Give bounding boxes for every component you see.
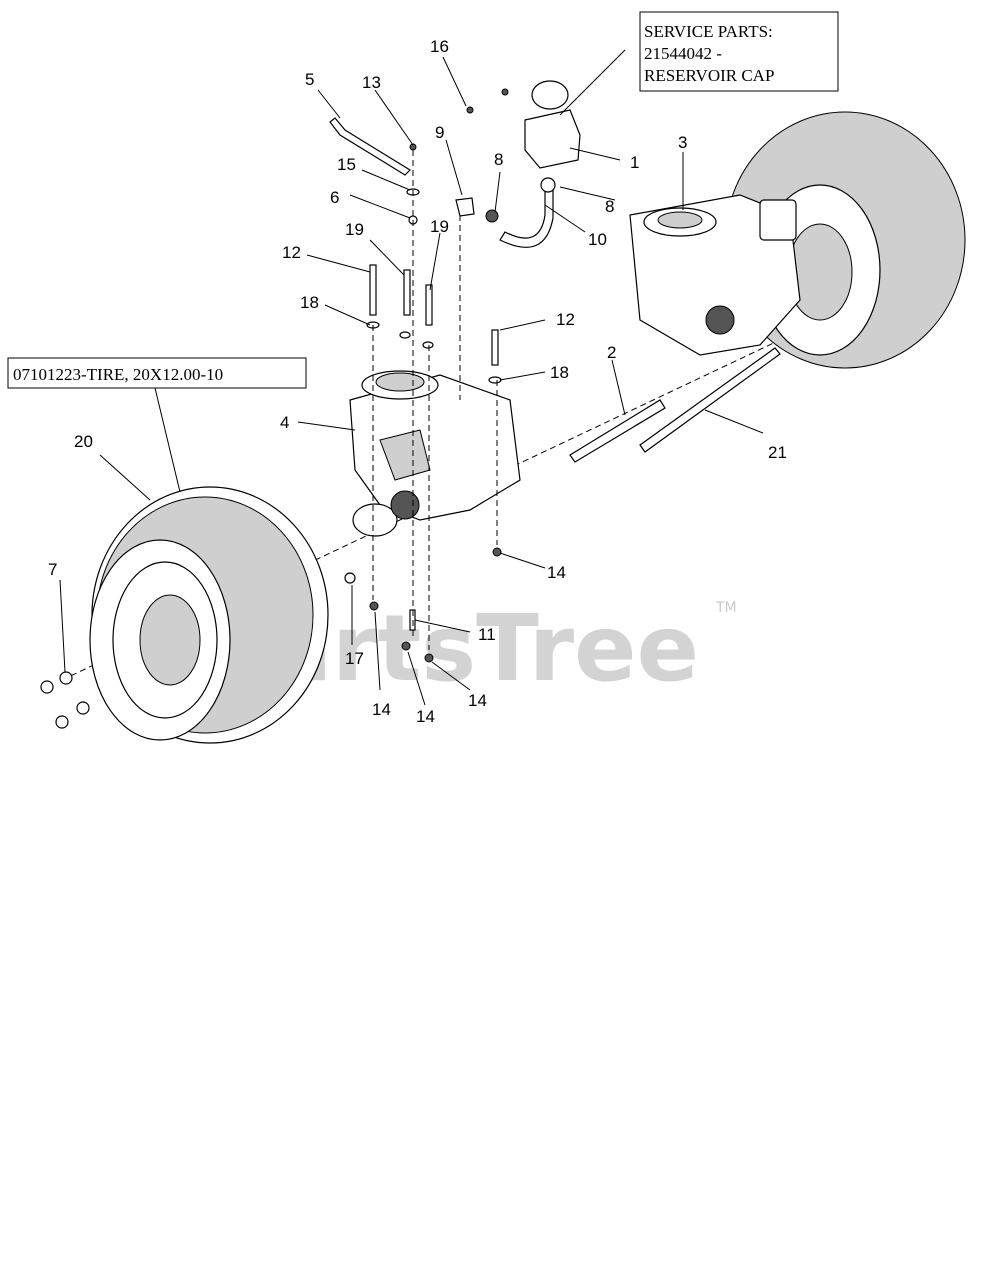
bolt-12-right [491,329,499,366]
tire-box: 07101223-TIRE, 20X12.00-10 [7,357,307,389]
callout-15: 15 [337,155,356,174]
fitting [540,177,556,193]
callout-20: 20 [74,432,93,451]
bolt-12-left [369,264,377,316]
callout-18b: 18 [550,363,569,382]
callout-14c: 14 [416,707,435,726]
callout-16: 16 [430,37,449,56]
clip [466,106,474,114]
hose [499,181,554,248]
service-box-line2: 21544042 - [644,44,722,63]
service-box-line3: RESERVOIR CAP [644,66,774,85]
bolt-19b [425,284,433,326]
callout-14a: 14 [547,563,566,582]
nut-14b [369,601,379,611]
lug-nuts [40,671,90,729]
leader-lines [59,49,764,706]
nut-14d [424,653,434,663]
callout-14b: 14 [372,700,391,719]
tire-box-text: 07101223-TIRE, 20X12.00-10 [13,365,223,384]
callout-13: 13 [362,73,381,92]
nut-17 [344,572,356,584]
reservoir [524,80,581,169]
callout-18a: 18 [300,293,319,312]
control-rod [329,117,411,176]
nut-14a [492,547,502,557]
washer-19b [422,341,434,349]
shaft-2 [569,399,666,463]
left-transmission [349,370,521,537]
watermark-tm: TM [715,600,737,616]
bolt-19a [403,269,411,316]
callout-2: 2 [607,343,616,362]
callout-8b: 8 [605,197,614,216]
clip-2 [501,88,509,96]
nut-14c [401,641,411,651]
callout-3: 3 [678,133,687,152]
service-parts-box: SERVICE PARTS: 21544042 - RESERVOIR CAP [639,11,839,92]
service-box-line1: SERVICE PARTS: [644,22,773,41]
washer-18-right [488,376,502,384]
callout-5: 5 [305,70,314,89]
callout-12b: 12 [556,310,575,329]
callout-7: 7 [48,560,57,579]
callout-19a: 19 [345,220,364,239]
callout-1: 1 [630,153,639,172]
right-transmission [629,194,801,356]
callout-10: 10 [588,230,607,249]
hose-clamp [485,209,499,223]
callout-6: 6 [330,188,339,207]
callout-9: 9 [435,123,444,142]
callout-21: 21 [768,443,787,462]
callout-17: 17 [345,649,364,668]
washer-19a [399,331,411,339]
callout-12a: 12 [282,243,301,262]
callout-11: 11 [478,625,496,644]
elbow-fitting [455,197,475,217]
left-tire [89,486,329,744]
callout-14d: 14 [468,691,487,710]
shaft-21 [639,347,781,453]
callout-4: 4 [280,413,289,432]
callout-8a: 8 [494,150,503,169]
callout-19b: 19 [430,217,449,236]
